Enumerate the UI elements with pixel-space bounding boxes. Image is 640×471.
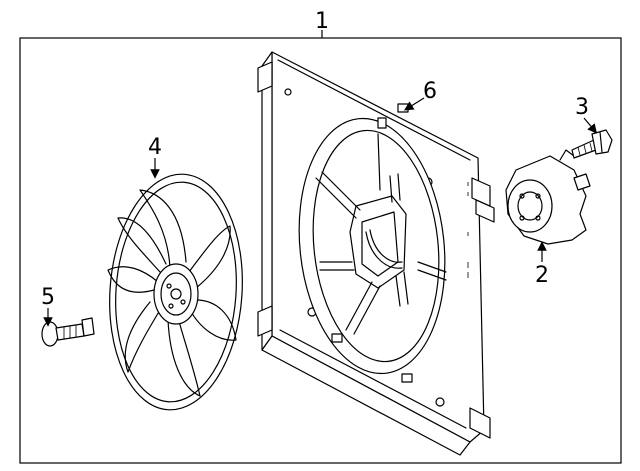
callout-5: 5 (41, 285, 55, 310)
push-clip (41, 317, 95, 347)
frame-border (19, 37, 622, 464)
fan-motor (505, 149, 591, 245)
bolt (571, 129, 613, 159)
fan-shroud (257, 51, 495, 456)
callout-1: 1 (315, 9, 329, 34)
callout-4: 4 (148, 135, 162, 160)
leader-3 (583, 117, 598, 134)
fan-blade (107, 173, 243, 411)
callout-3: 3 (575, 95, 589, 120)
leader-6 (403, 97, 425, 111)
callout-6: 6 (423, 79, 437, 104)
callout-2: 2 (535, 263, 549, 288)
